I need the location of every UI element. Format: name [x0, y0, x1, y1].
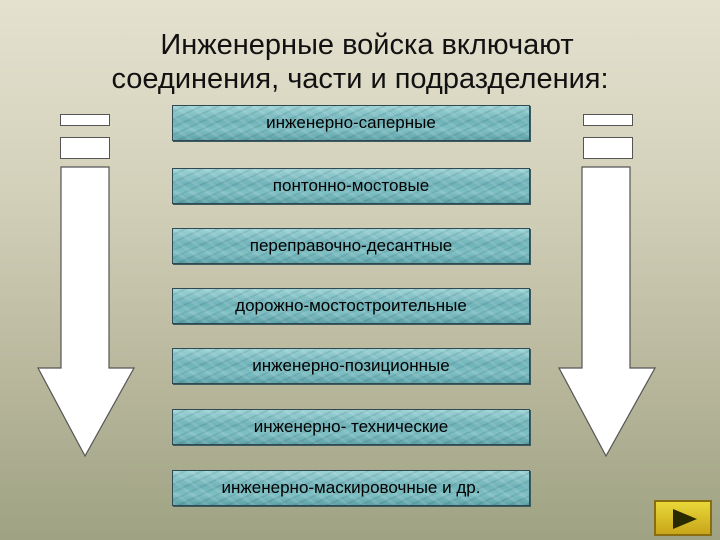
item-box-5: инженерно-позиционные: [172, 348, 530, 384]
right-dash-middle: [583, 137, 633, 159]
slide-title: Инженерные войска включают соединения, ч…: [40, 28, 680, 96]
left-down-arrow-icon: [36, 166, 136, 458]
right-dash-top: [583, 114, 633, 126]
item-box-2: понтонно-мостовые: [172, 168, 530, 204]
play-triangle-icon: [673, 509, 697, 529]
item-box-1: инженерно-саперные: [172, 105, 530, 141]
title-line-2: соединения, части и подразделения:: [111, 63, 609, 95]
item-box-4: дорожно-мостостроительные: [172, 288, 530, 324]
item-box-6: инженерно- технические: [172, 409, 530, 445]
right-down-arrow-icon: [557, 166, 657, 458]
item-box-3: переправочно-десантные: [172, 228, 530, 264]
left-dash-middle: [60, 137, 110, 159]
title-line-1: Инженерные войска включают: [160, 29, 574, 61]
left-dash-top: [60, 114, 110, 126]
next-slide-button[interactable]: [654, 500, 712, 536]
item-box-7: инженерно-маскировочные и др.: [172, 470, 530, 506]
